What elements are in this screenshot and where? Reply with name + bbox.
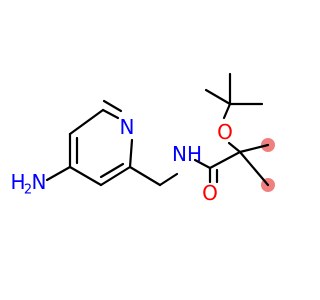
atom-label-pyridine-n: N <box>120 115 135 139</box>
bond-ring-3a <box>99 165 132 187</box>
bond-quat-o <box>227 141 242 154</box>
bond-quat-me1 <box>238 143 270 154</box>
bond-quat-me2 <box>238 150 270 187</box>
bond-ring-n-double <box>102 99 123 113</box>
bond-quat <box>208 150 242 170</box>
amine-n: N <box>32 170 47 194</box>
bond-ch2-a <box>128 165 162 187</box>
atom-label-ether-o: O <box>217 120 233 144</box>
bond-ch2-b <box>158 172 179 187</box>
bond-tbu-1 <box>204 88 232 106</box>
bond-o-tbu <box>222 102 232 120</box>
bonds <box>45 72 270 187</box>
bond-amide-n <box>193 158 212 170</box>
bond-ring-6 <box>68 108 105 136</box>
bond-ring-4 <box>68 165 103 187</box>
atom-labels: N NH O O H 2 N <box>10 115 232 205</box>
amine-h: H <box>10 170 25 194</box>
amine-subscript: 2 <box>24 183 32 198</box>
atom-label-amide-nh: NH <box>172 142 202 166</box>
atom-label-amine: H 2 N <box>10 170 46 198</box>
bond-amine <box>45 165 72 182</box>
bond-ring-2 <box>128 138 134 169</box>
bond-ring-1 <box>101 108 120 120</box>
bond-ring-3b <box>99 162 125 179</box>
molecule-structure: N NH O O H 2 N <box>10 72 275 205</box>
atom-label-carbonyl-o: O <box>202 181 218 205</box>
